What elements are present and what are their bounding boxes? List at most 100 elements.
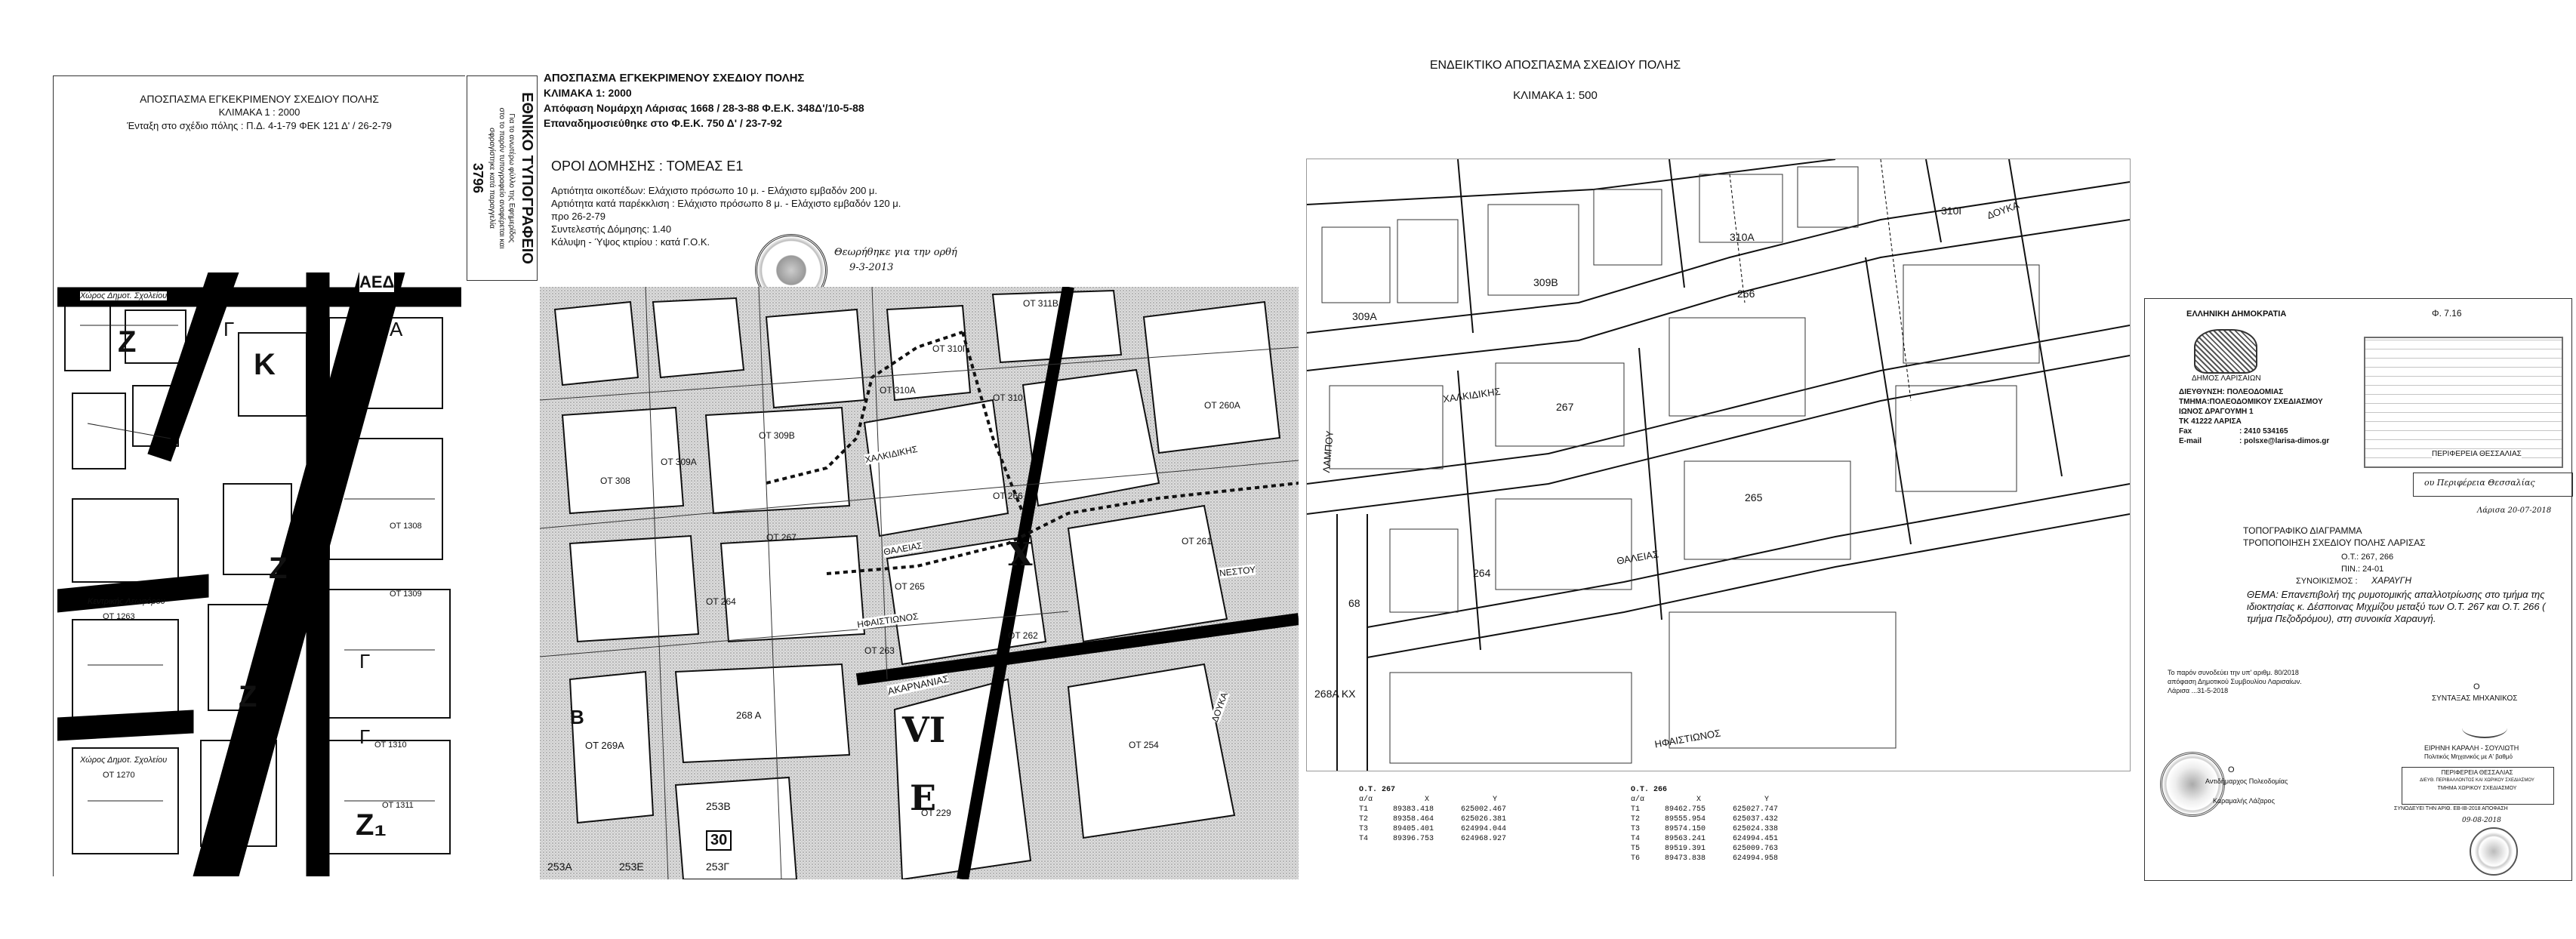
cell: 89563.241 bbox=[1665, 835, 1706, 843]
address: ΙΩΝΟΣ ΔΡΑΓΟΥΜΗ 1 bbox=[2179, 408, 2254, 416]
cell: T2 bbox=[1631, 815, 1641, 824]
label-266: 266 bbox=[1737, 288, 1755, 300]
label-ot254: ΟΤ 254 bbox=[1129, 740, 1159, 750]
region-stamp-handwritten: ου Περιφέρεια Θεσσαλίας bbox=[2424, 478, 2535, 488]
panel1-map: ΑΕΔ Z K Z Z Z₁ Γ Γ Γ A ΟΤ 1308 ΟΤ 1309 Ο… bbox=[57, 272, 461, 876]
national-printing-stamp: ΕΘΝΙΚΟ ΤΥΠΟΓΡΑΦΕΙΟ Για το ανωτέρω φύλλο … bbox=[467, 75, 538, 281]
label-310a: 310Α bbox=[1730, 231, 1755, 243]
panel2-term2: Αρτιότητα κατά παρέκκλιση : Ελάχιστο πρό… bbox=[551, 198, 901, 209]
cell: T3 bbox=[1631, 825, 1641, 833]
stamp-line3: σφραγίστηκε κατά παραγγελία bbox=[488, 128, 496, 229]
label-ot253e: 253Ε bbox=[619, 860, 644, 873]
label-z3: Z bbox=[239, 680, 257, 713]
panel3-map-drawing bbox=[1307, 159, 2130, 771]
region-line: ΣΥΝΟΔΕΥΕΙ ΤΗΝ ΑΡΙΘ. ΕΒ-ΙΒ-2018 ΑΠΟΦΑΣΗ bbox=[2394, 806, 2508, 811]
label-g1: Γ bbox=[223, 318, 235, 340]
label-264: 264 bbox=[1473, 567, 1491, 579]
o-label: Ο bbox=[2473, 682, 2480, 691]
region-stamp-title: ΠΕΡΙΦΕΡΕΙΑ ΘΕΣΣΑΛΙΑΣ bbox=[2432, 450, 2522, 458]
postal: ΤΚ 41222 ΛΑΡΙΣΑ bbox=[2179, 417, 2242, 426]
ot-line: Ο.Τ.: 267, 266 bbox=[2341, 553, 2394, 562]
fax-label: Fax bbox=[2179, 427, 2192, 436]
label-z1: Z bbox=[118, 325, 137, 359]
municipality: ΔΗΜΟΣ ΛΑΡΙΣΑΙΩΝ bbox=[2192, 374, 2261, 383]
coords-267-h1: X bbox=[1424, 796, 1429, 804]
label-z2: Z bbox=[269, 552, 288, 585]
label-a1: A bbox=[390, 318, 403, 340]
label-ot1311: ΟΤ 1311 bbox=[382, 801, 414, 810]
incoming-stamp bbox=[2364, 337, 2563, 468]
cell: 624968.927 bbox=[1461, 835, 1507, 843]
cell: 625037.432 bbox=[1733, 815, 1779, 824]
cell: 625024.338 bbox=[1733, 825, 1779, 833]
stamp-rotated: ΕΘΝΙΚΟ ΤΥΠΟΓΡΑΦΕΙΟ Για το ανωτέρω φύλλο … bbox=[467, 76, 537, 280]
panel2-scale: ΚΛΙΜΑΚΑ 1: 2000 bbox=[544, 87, 632, 99]
label-ot1270: ΟΤ 1270 bbox=[103, 771, 135, 780]
handwritten-note: Θεωρήθηκε για την ορθή bbox=[834, 247, 957, 258]
label-ot229: ΟΤ 229 bbox=[921, 808, 951, 818]
label-e: Ε bbox=[910, 777, 937, 818]
coords-266-title: Ο.Τ. 266 bbox=[1631, 786, 1668, 794]
coords-266-row: T2 89555.954 625037.432 bbox=[1631, 814, 1801, 824]
cell: T4 bbox=[1359, 835, 1369, 843]
label-ot1310: ΟΤ 1310 bbox=[374, 740, 407, 750]
cell: T1 bbox=[1359, 805, 1369, 814]
coords-266-h1: X bbox=[1696, 796, 1701, 804]
panel2-term1: Αρτιότητα οικοπέδων: Ελάχιστο πρόσωπο 10… bbox=[551, 185, 878, 196]
pin-line: ΠΙΝ.: 24-01 bbox=[2341, 565, 2384, 574]
label-ot264: ΟΤ 264 bbox=[706, 596, 736, 607]
label-265: 265 bbox=[1745, 491, 1763, 503]
dept2: ΤΜΗΜΑ:ΠΟΛΕΟΔΟΜΙΚΟΥ ΣΧΕΔΙΑΣΜΟΥ bbox=[2179, 398, 2323, 406]
coords-266-h0: α/α bbox=[1631, 796, 1645, 804]
stamp-line2: στο το παρόν τυπογραφείο αναφέρεται και bbox=[498, 107, 506, 249]
panel-3-indicative-plan: ΕΝΔΕΙΚΤΙΚΟ ΑΠΟΣΠΑΣΜΑ ΣΧΕΔΙΟΥ ΠΟΛΗΣ ΚΛΙΜΑ… bbox=[1306, 45, 2137, 883]
stamp-line1: Για το ανωτέρω φύλλο της Εφημερίδος bbox=[507, 113, 516, 243]
cell: 89405.401 bbox=[1393, 825, 1434, 833]
cell: T4 bbox=[1631, 835, 1641, 843]
label-ot253b: 253Β bbox=[706, 800, 731, 812]
label-68: 68 bbox=[1348, 597, 1360, 609]
label-ot267: ΟΤ 267 bbox=[766, 532, 797, 543]
cell: T6 bbox=[1631, 854, 1641, 863]
municipality-logo bbox=[2194, 329, 2257, 374]
sinoikismos-label: ΣΥΝΟΙΚΙΣΜΟΣ : bbox=[2296, 577, 2358, 586]
label-ot265: ΟΤ 265 bbox=[895, 581, 925, 592]
label-268a: 268Α ΚΧ bbox=[1314, 688, 1356, 700]
coords-267-h0: α/α bbox=[1359, 796, 1373, 804]
phi-ref: Φ. 7.16 bbox=[2432, 308, 2462, 319]
mayor-name: Καραμαλής Λάζαρος bbox=[2213, 797, 2275, 805]
engineer-role: Πολιτικός Μηχανικός με Α' βαθμό bbox=[2424, 753, 2513, 760]
label-ot310g: ΟΤ 310Γ bbox=[932, 343, 968, 354]
cell: 89519.391 bbox=[1665, 845, 1706, 853]
panel3-scale: ΚΛΙΜΑΚΑ 1: 500 bbox=[1513, 89, 1598, 102]
label-ot269a: ΟΤ 269Α bbox=[585, 740, 624, 751]
cell: 89358.464 bbox=[1393, 815, 1434, 824]
cell: 624994.958 bbox=[1733, 854, 1779, 863]
panel2-term3: προ 26-2-79 bbox=[551, 211, 606, 222]
label-ot311b: ΟΤ 311Β bbox=[1023, 298, 1058, 309]
label-ot262: ΟΤ 262 bbox=[1008, 630, 1038, 641]
cell: T5 bbox=[1631, 845, 1641, 853]
municipal-seal bbox=[2160, 752, 2225, 817]
engineer: ΣΥΝΤΑΞΑΣ ΜΗΧΑΝΙΚΟΣ bbox=[2432, 694, 2518, 703]
label-ot308: ΟΤ 308 bbox=[600, 476, 630, 486]
panel-1-plan-extract: ΑΠΟΣΠΑΣΜΑ ΕΓΚΕΚΡΙΜΕΝΟΥ ΣΧΕΔΙΟΥ ΠΟΛΗΣ ΚΛΙ… bbox=[53, 75, 465, 876]
panel2-map-drawing bbox=[540, 287, 1299, 879]
attach2: απόφαση Δημοτικού Συμβουλίου Λαρισαίων. bbox=[2168, 678, 2302, 685]
label-ot1309: ΟΤ 1309 bbox=[390, 590, 422, 599]
coords-267-title: Ο.Τ. 267 bbox=[1359, 786, 1396, 794]
o-label2: Ο bbox=[2228, 765, 2235, 774]
fax-value: : 2410 534165 bbox=[2239, 427, 2288, 436]
cell: 89555.954 bbox=[1665, 815, 1706, 824]
dept1: ΔΙΕΥΘΥΝΣΗ: ΠΟΛΕΟΔΟΜΙΑΣ bbox=[2179, 388, 2284, 396]
thema: ΘΕΜΑ: Επανεπιβολή της ρυμοτομικής απαλλο… bbox=[2247, 589, 2546, 624]
label-267: 267 bbox=[1556, 401, 1574, 413]
label-g2: Γ bbox=[359, 650, 371, 673]
label-ot253a: 253Α bbox=[547, 860, 572, 873]
panel3-map: 309Β 310Α 310Γ 309Α 266 267 265 264 268Α… bbox=[1306, 159, 2131, 771]
